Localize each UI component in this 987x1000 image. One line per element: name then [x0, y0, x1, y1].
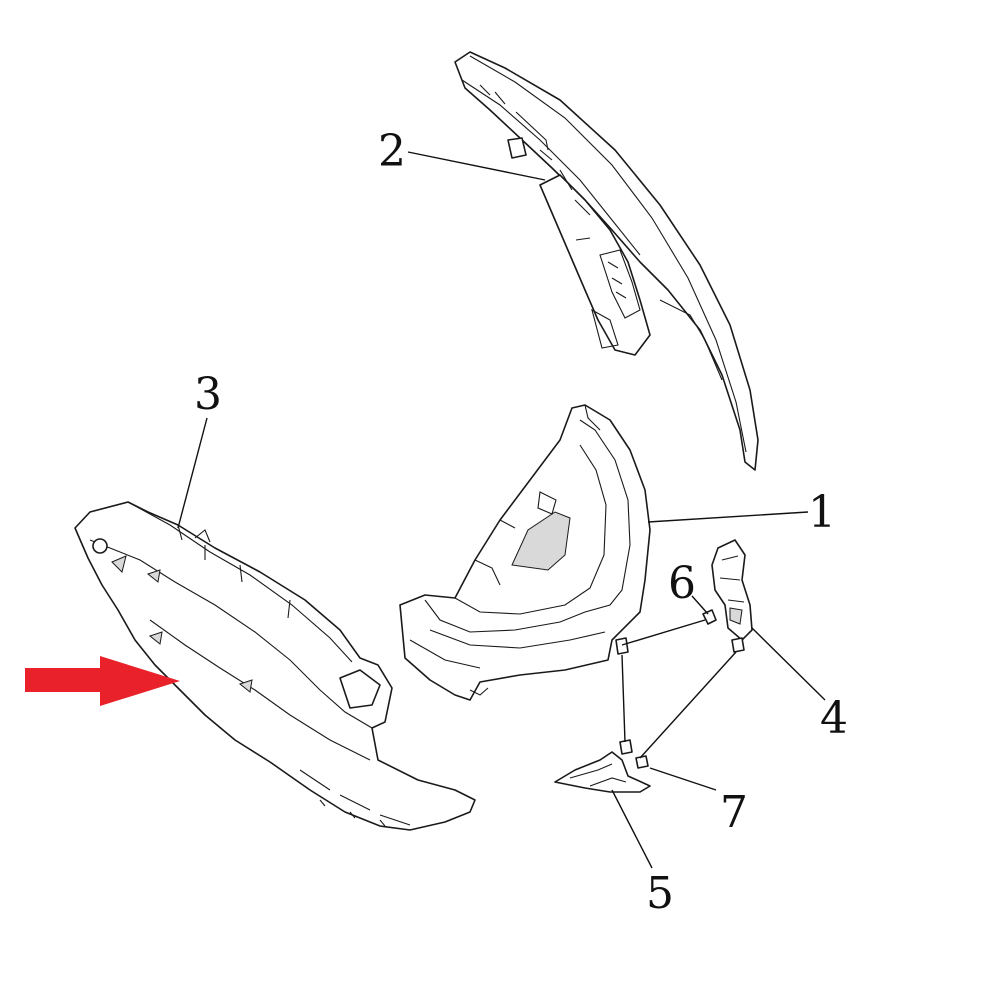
- screw-upper: [615, 637, 629, 655]
- part-6-nut: [702, 609, 717, 625]
- callout-labels: 1 2 3 4 5 6 7: [194, 126, 848, 919]
- red-arrow-right-icon: [25, 656, 180, 706]
- callout-1: 1: [808, 487, 836, 538]
- callout-7: 7: [720, 787, 748, 838]
- callout-6: 6: [668, 558, 696, 609]
- fasteners: [615, 609, 745, 769]
- callout-3: 3: [194, 369, 222, 420]
- part-3-side-panel: [74, 501, 476, 831]
- part-5-mount: [554, 751, 651, 793]
- part-2-upper-cowl: [454, 51, 759, 471]
- part-4-bracket: [711, 539, 753, 641]
- part-7-nut: [635, 755, 649, 769]
- callout-2: 2: [378, 126, 406, 177]
- clip-upper: [731, 637, 745, 653]
- part-1-headlight-housing: [399, 404, 651, 701]
- screw-lower: [619, 739, 633, 755]
- callout-5: 5: [646, 868, 674, 919]
- callout-4: 4: [820, 693, 848, 744]
- leader-lines: [177, 151, 826, 869]
